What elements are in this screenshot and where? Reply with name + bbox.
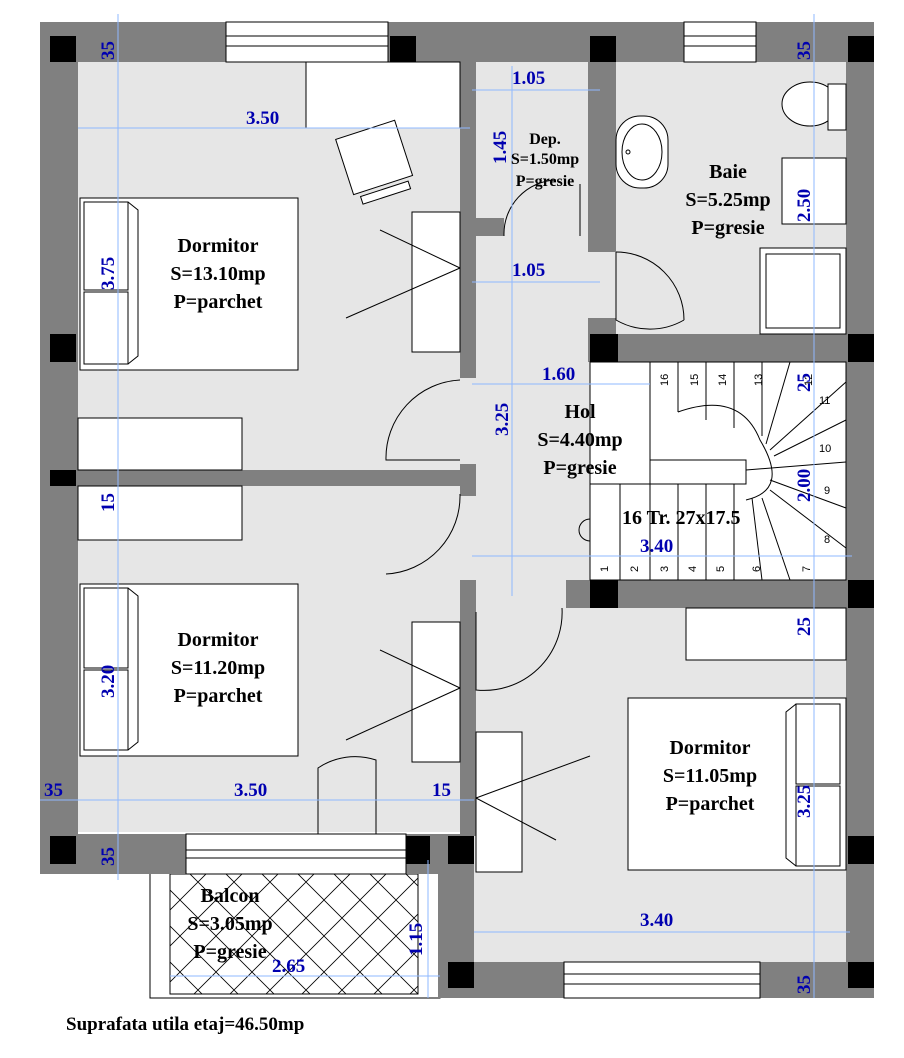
stairs-label: 16 Tr. 27x17.5 xyxy=(622,507,741,529)
balcon-floor: P=gresie xyxy=(193,941,266,963)
dim-115: 1.15 xyxy=(406,923,427,956)
baie-area: S=5.25mp xyxy=(685,189,770,211)
dim-105-mid: 1.05 xyxy=(512,260,545,281)
step-number: 9 xyxy=(824,485,830,497)
dim-340-hol: 3.40 xyxy=(640,536,673,557)
dim-350-top: 3.50 xyxy=(246,108,279,129)
step-number: 2 xyxy=(629,566,641,572)
furniture xyxy=(77,61,847,873)
dormitor1-name: Dormitor xyxy=(177,235,258,257)
dim-265: 2.65 xyxy=(272,956,305,977)
dormitor2-area: S=11.20mp xyxy=(171,657,265,679)
step-number: 15 xyxy=(689,374,701,386)
dim-325-right: 3.25 xyxy=(794,785,815,818)
dim-160: 1.60 xyxy=(542,364,575,385)
step-number: 11 xyxy=(819,395,830,407)
dim-35-tr: 35 xyxy=(794,41,815,60)
dep-name: Dep. xyxy=(529,131,561,148)
balcon-name: Balcon xyxy=(201,885,260,907)
dim-325-hol: 3.25 xyxy=(492,403,513,436)
dormitor1-floor: P=parchet xyxy=(174,291,263,313)
step-number: 3 xyxy=(659,566,671,572)
dim-25-b: 25 xyxy=(794,617,815,636)
dim-35-bl: 35 xyxy=(98,847,119,866)
dim-35-tl: 35 xyxy=(98,41,119,60)
dimension-labels: 35 35 1.05 3.50 1.45 2.50 3.75 1.05 1.60… xyxy=(44,41,815,994)
dim-105-top: 1.05 xyxy=(512,68,545,89)
dim-25-a: 25 xyxy=(794,373,815,392)
dep-area: S=1.50mp xyxy=(511,151,579,168)
staircase xyxy=(589,361,847,581)
hol-name: Hol xyxy=(564,401,596,423)
dim-145: 1.45 xyxy=(490,131,511,164)
hol-floor: P=gresie xyxy=(543,457,616,479)
dormitor2-name: Dormitor xyxy=(177,629,258,651)
step-number: 5 xyxy=(715,566,727,572)
stair-step-numbers: 1 2 3 4 5 6 7 8 9 10 11 12 13 14 15 16 xyxy=(599,374,831,572)
floor-area-caption: Suprafata utila etaj=46.50mp xyxy=(66,1014,305,1035)
step-number: 4 xyxy=(687,566,699,572)
dim-35-left: 35 xyxy=(44,780,63,801)
columns xyxy=(50,36,874,988)
dimension-lines xyxy=(40,14,852,998)
dim-200: 2.00 xyxy=(794,469,815,502)
dep-floor: P=gresie xyxy=(516,173,575,190)
balcony-tiles xyxy=(169,873,419,995)
step-number: 13 xyxy=(753,374,765,386)
dormitor3-area: S=11.05mp xyxy=(663,765,757,787)
door-swings xyxy=(317,179,685,834)
step-number: 1 xyxy=(599,566,611,572)
dim-350-bottom: 3.50 xyxy=(234,780,267,801)
dim-375: 3.75 xyxy=(98,257,119,290)
dormitor2-floor: P=parchet xyxy=(174,685,263,707)
dormitor1-area: S=13.10mp xyxy=(170,263,265,285)
dim-15-left: 15 xyxy=(98,493,119,512)
step-number: 14 xyxy=(717,374,729,386)
room-labels: Dormitor S=13.10mp P=parchet Dormitor S=… xyxy=(170,131,770,963)
hol-area: S=4.40mp xyxy=(537,429,622,451)
dim-340-bottom: 3.40 xyxy=(640,910,673,931)
dormitor3-name: Dormitor xyxy=(669,737,750,759)
dormitor3-floor: P=parchet xyxy=(666,793,755,815)
step-number: 6 xyxy=(751,566,763,572)
dim-15-mid: 15 xyxy=(432,780,451,801)
dim-320: 3.20 xyxy=(98,665,119,698)
balcon-area: S=3.05mp xyxy=(187,913,272,935)
step-number: 10 xyxy=(819,443,831,455)
step-number: 7 xyxy=(801,566,813,572)
baie-floor: P=gresie xyxy=(691,217,764,239)
baie-name: Baie xyxy=(709,161,747,183)
windows xyxy=(185,21,761,999)
step-number: 16 xyxy=(659,374,671,386)
step-number: 12 xyxy=(803,374,815,386)
dim-35-br: 35 xyxy=(794,975,815,994)
dim-250: 2.50 xyxy=(794,189,815,222)
step-number: 8 xyxy=(824,534,830,546)
